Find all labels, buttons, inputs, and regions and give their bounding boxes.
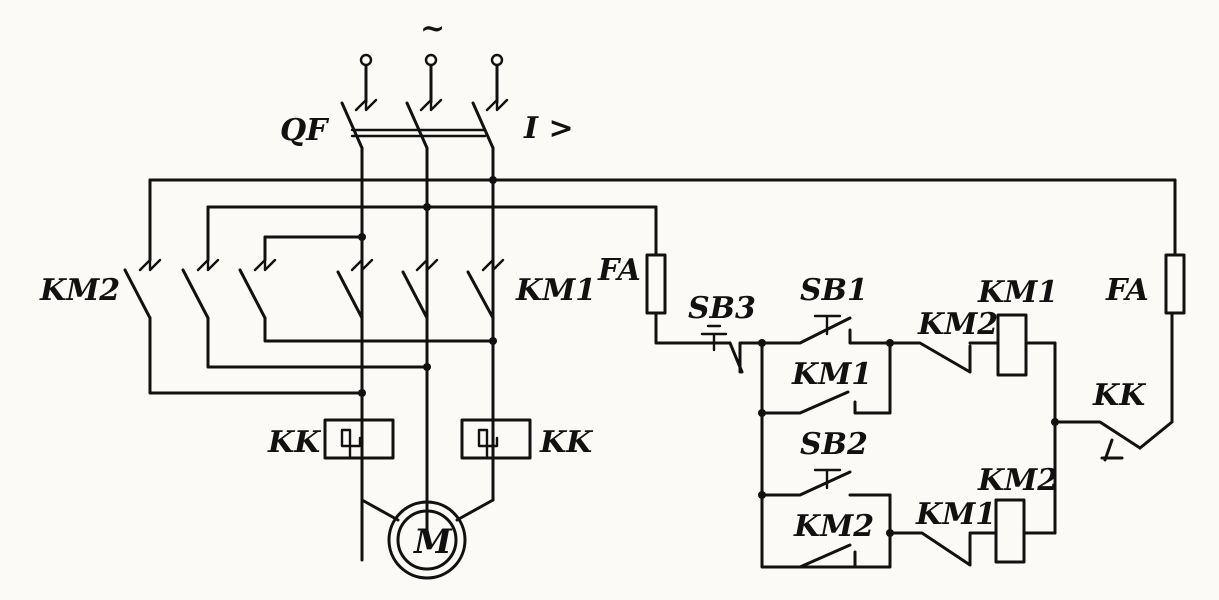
km2-main-label: KM2 — [39, 273, 120, 308]
bus-lines — [148, 176, 1177, 262]
overcurrent-label: I > — [523, 111, 574, 146]
motor-label: M — [413, 522, 453, 562]
km1-coil-label: KM1 — [977, 275, 1058, 310]
km1-coil: KM1 — [977, 275, 1058, 377]
supply-terminals: ~ — [359, 11, 504, 104]
km1-nc-label: KM1 — [915, 497, 996, 532]
sb3-stop-button: SB3 — [688, 291, 764, 374]
km2-coil: KM2 — [977, 463, 1058, 564]
kk-right-label: KK — [539, 425, 594, 460]
km2-hold-contact: KM2 — [793, 493, 892, 569]
fuse-right: FA — [1105, 178, 1186, 315]
km1-main-contacts: KM1 — [336, 258, 596, 320]
kk-left-label: KK — [267, 425, 322, 460]
fuse-left: FA — [597, 205, 732, 345]
sb2-start-button: SB2 — [760, 427, 892, 497]
km2-coil-label: KM2 — [977, 463, 1058, 498]
km1-hold-label: KM1 — [791, 357, 872, 392]
km2-nc-label: KM2 — [917, 307, 998, 342]
sb2-label: SB2 — [800, 427, 868, 462]
sb1-label: SB1 — [800, 273, 868, 308]
sb1-start-button: SB1 — [760, 273, 892, 345]
motor: M — [360, 498, 495, 580]
km2-hold-label: KM2 — [793, 509, 874, 544]
fuse-left-label: FA — [597, 253, 641, 288]
control-left-bus — [760, 341, 857, 569]
qf-label: QF — [280, 113, 330, 148]
km1-nc-interlock: KM1 — [888, 497, 998, 567]
km2-main-contacts: KM2 — [39, 258, 497, 397]
kk-left-element: KK — [267, 418, 395, 460]
qf-breaker — [340, 98, 509, 562]
sb3-label: SB3 — [688, 291, 756, 326]
kk-right-element: KK — [460, 418, 594, 460]
fuse-right-label: FA — [1105, 273, 1149, 308]
km2-nc-interlock: KM2 — [888, 307, 1000, 374]
phase-bar-mark: ~ — [420, 11, 445, 46]
kk-control-label: KK — [1092, 378, 1147, 413]
km1-hold-contact: KM1 — [760, 341, 892, 415]
km1-main-label: KM1 — [515, 273, 596, 308]
coil-right-bus: KK — [1051, 311, 1174, 535]
